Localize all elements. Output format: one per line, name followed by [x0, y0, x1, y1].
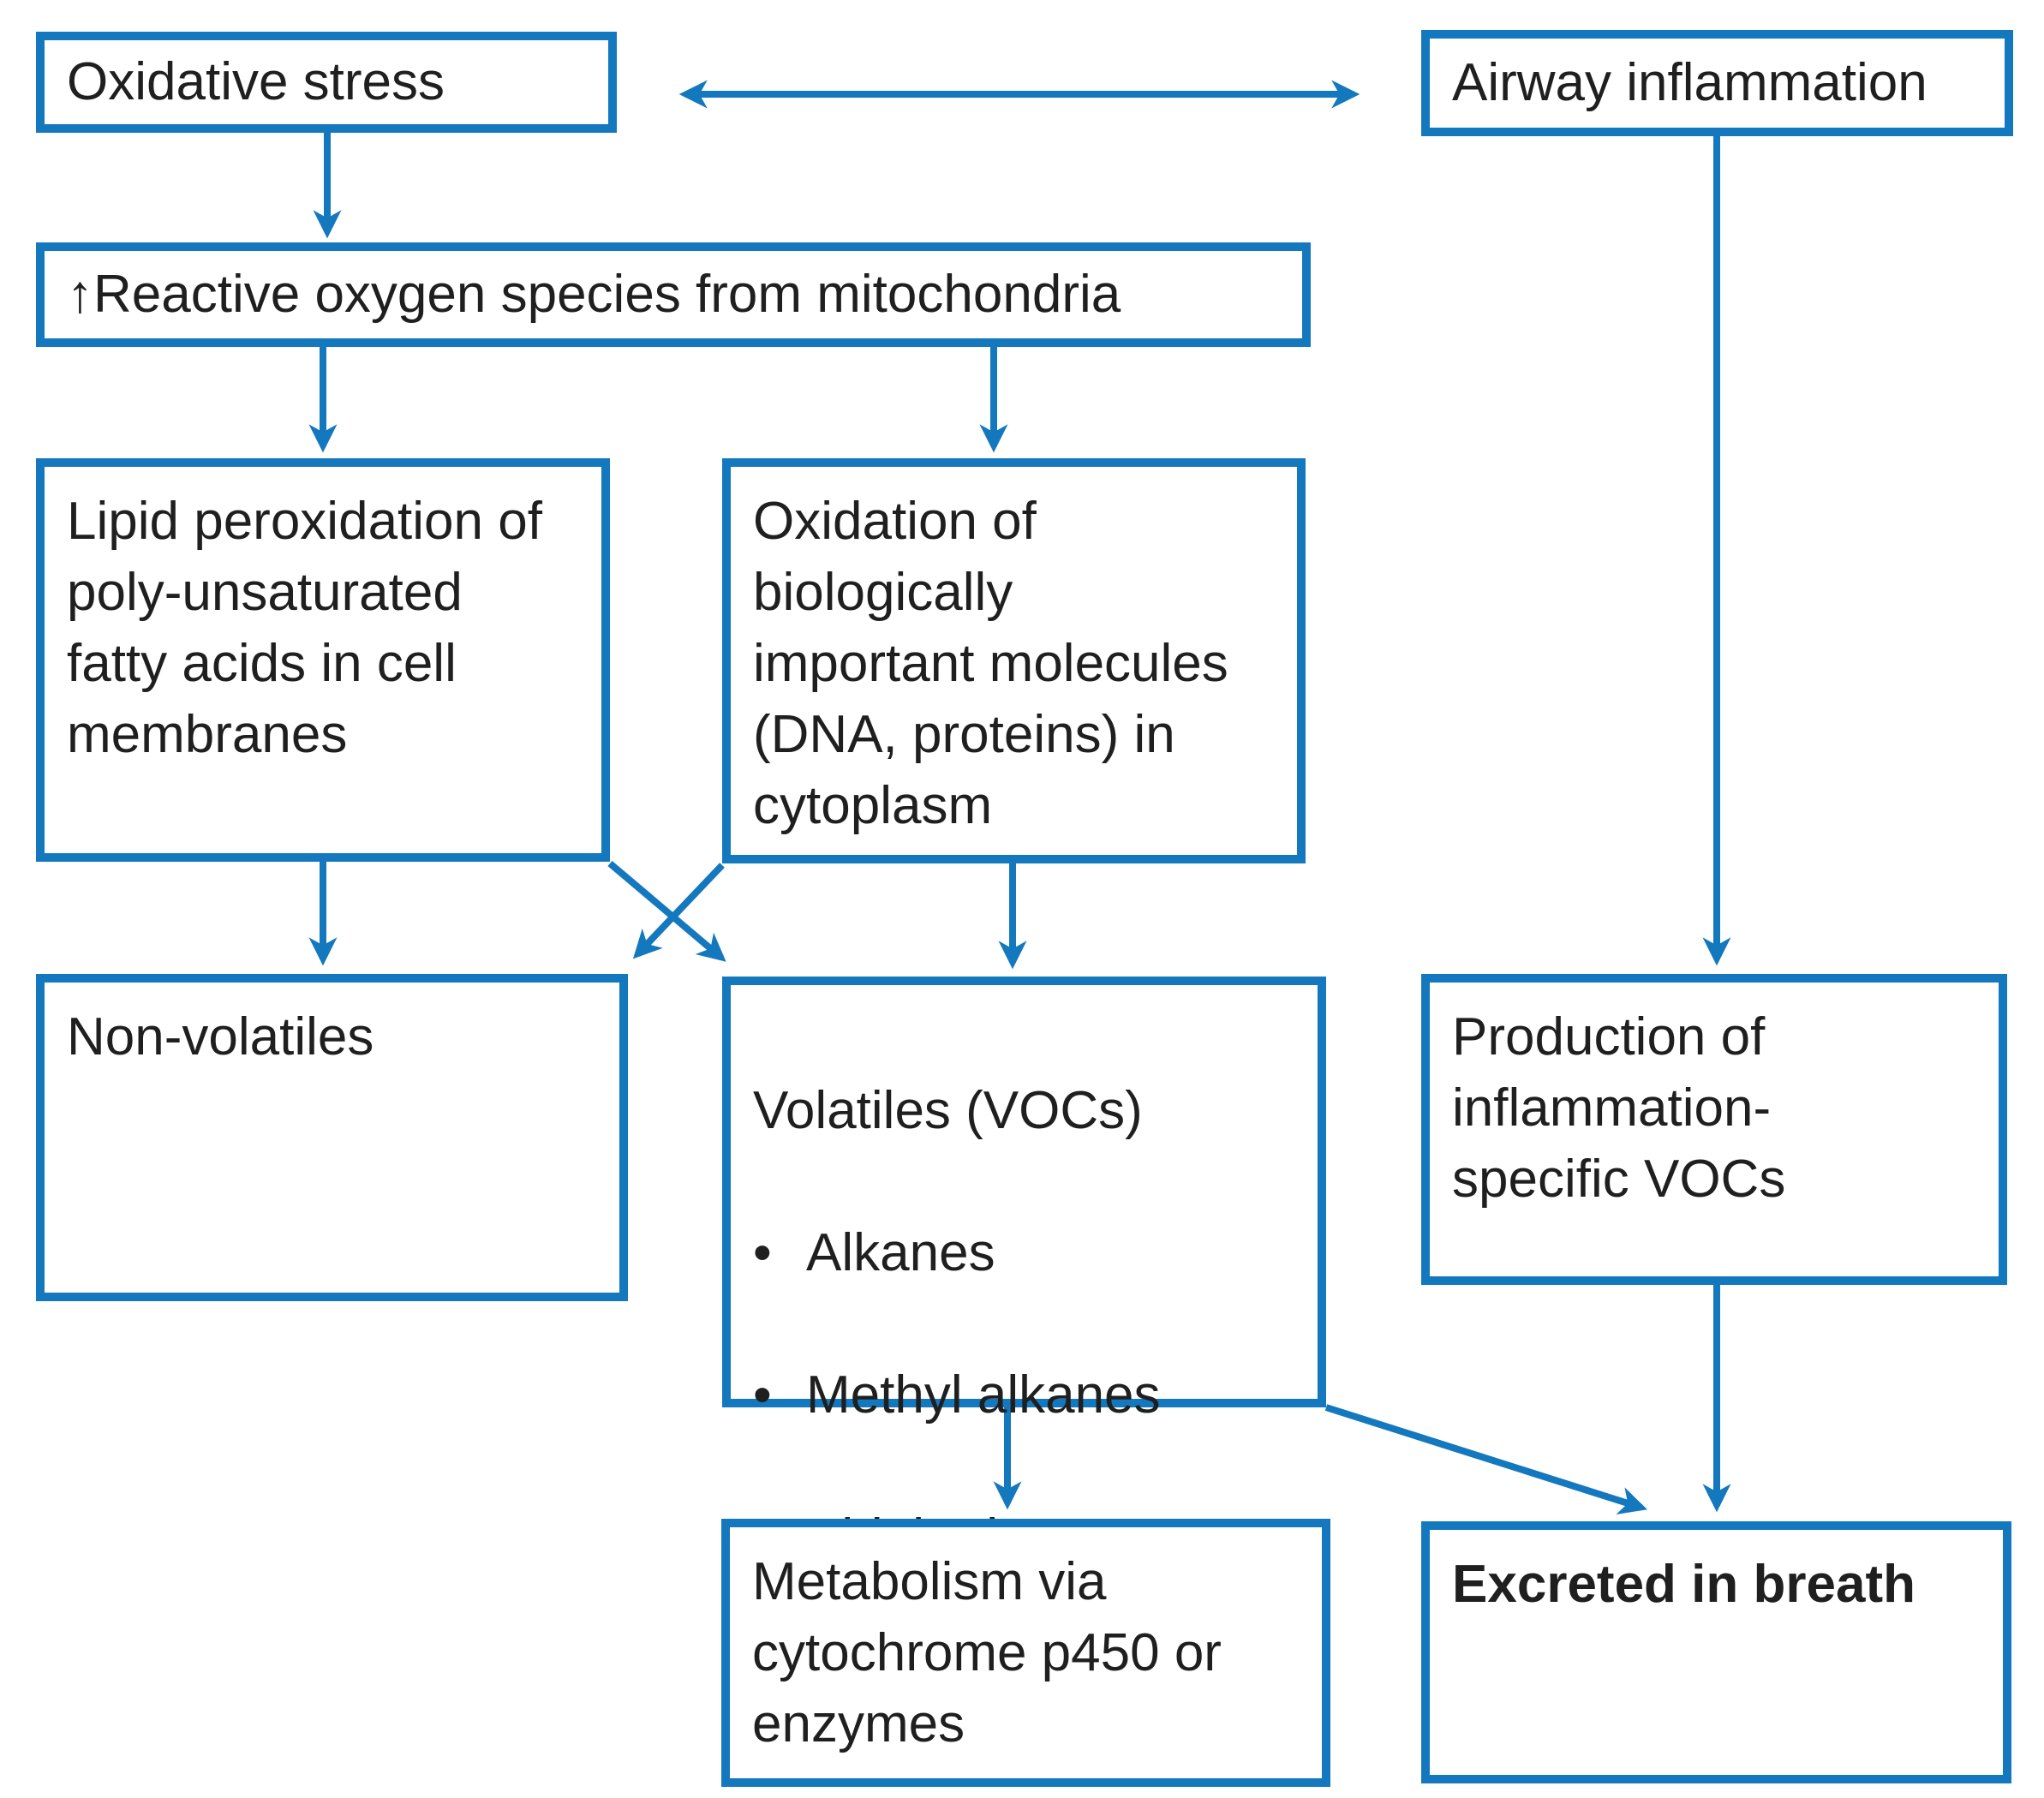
- node-production-inflammation-vocs: Production of inflammation- specific VOC…: [1421, 974, 2007, 1285]
- node-metabolism-cytochrome: Metabolism via cytochrome p450 or enzyme…: [721, 1519, 1330, 1787]
- node-excreted-in-breath: Excreted in breath: [1421, 1521, 2011, 1783]
- node-airway-inflammation: Airway inflammation: [1421, 30, 2013, 136]
- node-volatiles-vocs: Volatiles (VOCs) • Alkanes • Methyl alkane…: [722, 977, 1326, 1710]
- volatiles-title: Volatiles (VOCs): [753, 1081, 1143, 1141]
- node-oxidation-molecules: Oxidation of biologically important mole…: [722, 458, 1306, 863]
- node-reactive-oxygen-species: ↑Reactive oxygen species from mitochondr…: [36, 242, 1311, 347]
- node-oxidation-molecules-label: Oxidation of biologically important mole…: [753, 492, 1228, 836]
- node-lipid-peroxidation-label: Lipid peroxidation of poly-unsaturated f…: [67, 492, 542, 765]
- node-reactive-oxygen-species-label: ↑Reactive oxygen species from mitochondr…: [67, 265, 1121, 325]
- node-oxidative-stress-label: Oxidative stress: [67, 52, 445, 112]
- node-lipid-peroxidation: Lipid peroxidation of poly-unsaturated f…: [36, 458, 610, 862]
- list-item: • Methyl alkanes: [753, 1359, 1295, 1431]
- volatiles-item-methyl-alkanes: Methyl alkanes: [806, 1365, 1161, 1425]
- node-non-volatiles-label: Non-volatiles: [67, 1007, 374, 1066]
- node-oxidative-stress: Oxidative stress: [36, 32, 617, 133]
- node-metabolism-cytochrome-label: Metabolism via cytochrome p450 or enzyme…: [752, 1552, 1222, 1754]
- node-non-volatiles: Non-volatiles: [36, 974, 628, 1301]
- node-excreted-in-breath-label: Excreted in breath: [1452, 1555, 1916, 1614]
- arrow-oxidation-to-nonvolatiles-diagonal: [632, 863, 725, 959]
- arrow-lipid-to-volatiles-diagonal: [607, 860, 726, 962]
- node-airway-inflammation-label: Airway inflammation: [1452, 53, 1927, 113]
- arrow-volatiles-to-excreted-diagonal: [1324, 1404, 1648, 1514]
- bullet-icon: •: [753, 1223, 772, 1283]
- node-production-inflammation-vocs-label: Production of inflammation- specific VOC…: [1452, 1007, 1786, 1210]
- bullet-icon: •: [753, 1365, 772, 1425]
- volatiles-item-alkanes: Alkanes: [806, 1223, 995, 1283]
- list-item: • Alkanes: [753, 1217, 1295, 1288]
